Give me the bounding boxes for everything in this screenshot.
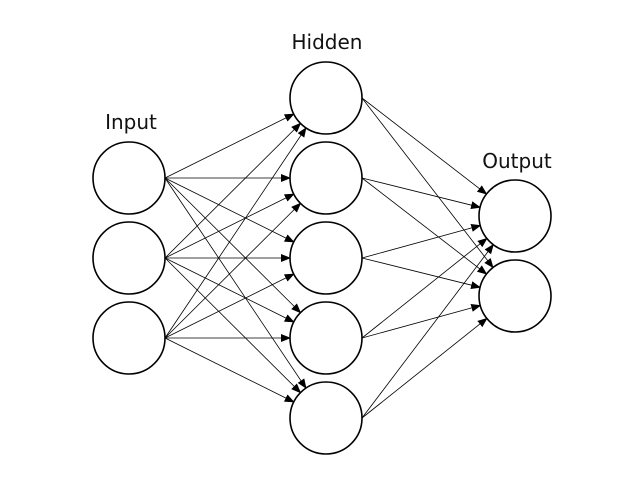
connections xyxy=(164,97,494,419)
output-node-1 xyxy=(478,179,552,253)
output-layer-label: Output xyxy=(482,149,552,173)
edge-input-3-to-hidden-5 xyxy=(164,337,295,403)
edge-hidden-4-to-output-2 xyxy=(361,304,482,339)
edge-input-3-to-hidden-2 xyxy=(164,202,302,339)
edge-input-2-to-hidden-2 xyxy=(164,193,295,259)
edge-hidden-4-to-output-1 xyxy=(361,237,488,339)
edge-hidden-2-to-output-2 xyxy=(361,177,488,275)
hidden-node-1 xyxy=(289,61,363,135)
hidden-node-3 xyxy=(289,221,363,295)
edge-input-3-to-hidden-3 xyxy=(164,273,295,339)
edge-hidden-5-to-output-2 xyxy=(361,317,488,419)
edge-hidden-2-to-output-1 xyxy=(361,177,482,210)
edge-hidden-3-to-output-2 xyxy=(361,257,482,290)
hidden-node-5 xyxy=(289,381,363,455)
edge-input-1-to-hidden-5 xyxy=(164,177,307,389)
input-layer-label: Input xyxy=(105,110,157,134)
edge-input-2-to-hidden-1 xyxy=(164,122,302,259)
edge-hidden-1-to-output-1 xyxy=(361,97,488,195)
neurons xyxy=(92,61,552,455)
edge-input-1-to-hidden-3 xyxy=(164,177,295,243)
hidden-node-2 xyxy=(289,141,363,215)
edge-input-3-to-hidden-1 xyxy=(164,127,307,339)
edge-input-2-to-hidden-5 xyxy=(164,257,302,394)
edge-input-1-to-hidden-1 xyxy=(164,113,295,179)
edge-hidden-5-to-output-1 xyxy=(361,243,494,419)
edge-input-1-to-hidden-4 xyxy=(164,177,302,314)
input-node-1 xyxy=(92,141,166,215)
edge-hidden-3-to-output-1 xyxy=(361,224,482,259)
input-node-3 xyxy=(92,301,166,375)
hidden-layer-label: Hidden xyxy=(291,30,363,54)
edge-hidden-1-to-output-2 xyxy=(361,97,494,269)
output-node-2 xyxy=(478,259,552,333)
edge-input-2-to-hidden-4 xyxy=(164,257,295,323)
input-node-2 xyxy=(92,221,166,295)
hidden-node-4 xyxy=(289,301,363,375)
